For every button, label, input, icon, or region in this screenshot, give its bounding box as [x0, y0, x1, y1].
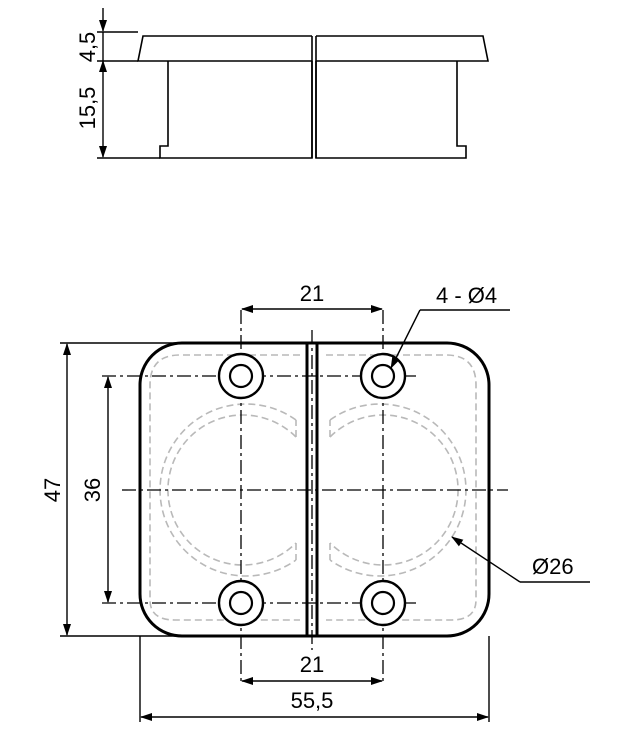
callout-holes: 4 - Ø4 [436, 283, 497, 308]
dim-cap-height: 4,5 [75, 32, 100, 63]
callout-bore: Ø26 [532, 554, 574, 579]
mounting-hole-top-right [359, 352, 407, 400]
side-view-cap-left [137, 35, 312, 62]
side-view-body-right [315, 61, 467, 159]
leader-holes [390, 309, 421, 369]
dim-overall-height: 47 [40, 478, 65, 502]
hidden-inner-pocket-right [326, 354, 477, 621]
hidden-bore-left [167, 414, 297, 566]
hidden-inner-pocket-left [149, 354, 300, 621]
side-view-cap-right [316, 35, 489, 62]
dim-hole-spacing-bottom: 21 [300, 652, 324, 677]
dim-hole-spacing-top: 21 [300, 281, 324, 306]
dim-overall-width: 55,5 [291, 688, 334, 713]
leader-bore [451, 536, 521, 583]
side-view-body-left [159, 61, 313, 159]
dim-body-height: 15,5 [75, 87, 100, 130]
mounting-hole-top-left [217, 352, 265, 400]
top-view: 21 21 55,5 47 36 4 - Ø4 Ø26 [40, 281, 590, 722]
mounting-hole-bottom-right [359, 579, 407, 627]
mounting-hole-bottom-left [217, 579, 265, 627]
dim-hole-spacing-vertical: 36 [80, 478, 105, 502]
side-view: 4,5 15,5 [75, 8, 489, 159]
